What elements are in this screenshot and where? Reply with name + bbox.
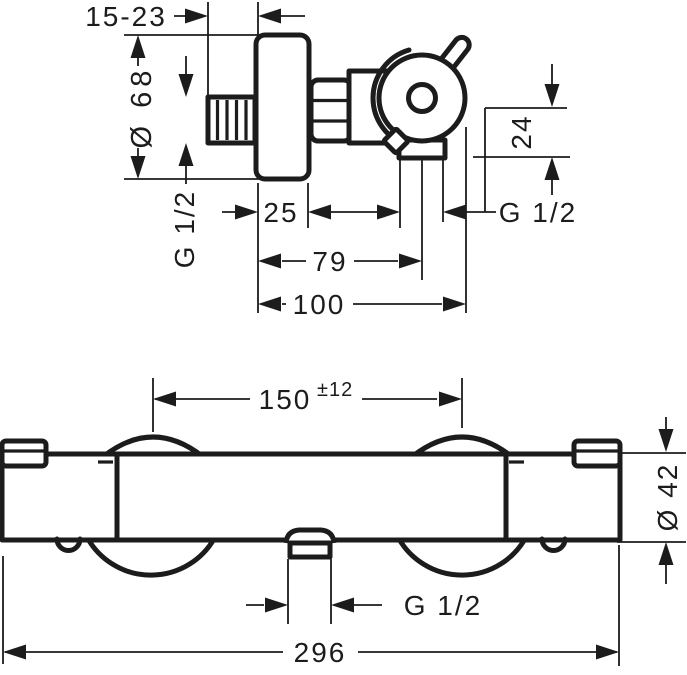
- dim-protrusion: 15-23: [85, 1, 305, 97]
- dim-connection-centers: 150 ±12: [152, 378, 463, 432]
- dim-escutcheon-diameter: Ø 68: [124, 34, 266, 180]
- dim-depth-outlet-label: 79: [312, 246, 347, 277]
- dim-escutcheon-diameter-label: Ø 68: [126, 66, 158, 149]
- dim-protrusion-label: 15-23: [85, 1, 167, 32]
- right-escutcheon-top-arc: [410, 434, 514, 459]
- wall-connection-nipple: [205, 94, 258, 146]
- dim-escutcheon-depth: 25: [222, 183, 377, 313]
- left-union-bump: [54, 536, 83, 553]
- dim-shower-outlet-thread-label: G 1/2: [404, 590, 482, 621]
- dim-supply-thread: G 1/2: [169, 56, 200, 268]
- dim-overall-width-label: 296: [294, 637, 347, 668]
- dim-outlet-thread: G 1/2: [377, 158, 577, 228]
- dim-escutcheon-depth-label: 25: [263, 197, 298, 228]
- dim-supply-thread-label: G 1/2: [169, 190, 200, 268]
- dim-body-diameter: Ø 42: [617, 417, 686, 584]
- escutcheon-rosette: [253, 32, 312, 182]
- shower-outlet-dome: [283, 527, 337, 544]
- knob-axis-circle: [406, 82, 438, 114]
- dim-outlet-thread-label: G 1/2: [499, 197, 577, 228]
- nut-outline: [308, 77, 354, 144]
- dim-outlet-offset: 24: [473, 64, 570, 212]
- dim-overall-depth: 100: [258, 127, 467, 320]
- nipple-outline: [205, 94, 258, 146]
- top-view: 15-23 Ø 68 G 1/2 25 G 1/2: [85, 1, 577, 320]
- front-view: 150 ±12 Ø 42 G 1/2 296: [0, 378, 686, 668]
- nut-facet-lines: [313, 98, 349, 123]
- dim-overall-depth-label: 100: [293, 289, 346, 320]
- right-escutcheon-bottom-arc: [396, 536, 528, 578]
- dim-connection-centers-label: 150: [259, 384, 312, 415]
- right-union-bump: [539, 536, 568, 553]
- shower-outlet-nipple: [287, 540, 333, 560]
- dim-overall-width: 296: [2, 545, 620, 668]
- outlet-elbow: [381, 126, 411, 156]
- dim-shower-outlet-thread: G 1/2: [246, 559, 482, 624]
- left-handle-grip: [0, 438, 49, 469]
- dim-outlet-offset-label: 24: [506, 114, 537, 149]
- dim-depth-outlet: 79: [258, 158, 423, 280]
- dim-body-diameter-label: Ø 42: [652, 463, 683, 532]
- right-handle-grip: [571, 438, 623, 469]
- left-escutcheon-top-arc: [101, 434, 205, 459]
- nipple-thread-hatch: [215, 100, 248, 140]
- mixer-bar-body: [0, 451, 623, 543]
- union-nut: [308, 77, 354, 144]
- dim-connection-centers-tolerance: ±12: [317, 379, 353, 401]
- left-escutcheon-bottom-arc: [85, 536, 217, 578]
